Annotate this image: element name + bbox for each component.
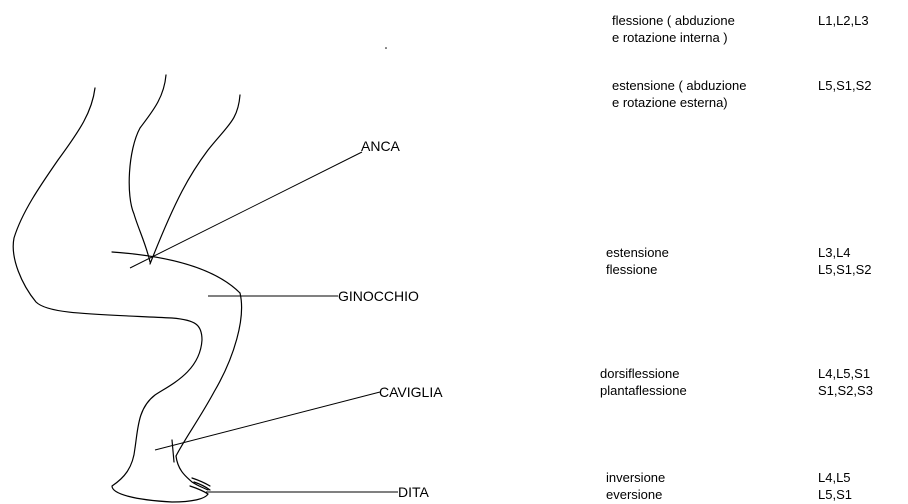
thigh-top-outline [149, 94, 241, 265]
movement-text: estensione ( abduzione [612, 78, 747, 93]
nerve-roots-text: S1,S2,S3 [818, 383, 873, 398]
nerve-roots-text: L5,S1 [818, 487, 852, 502]
nerve-roots-text: L1,L2,L3 [818, 13, 869, 28]
nerve-roots-text: L3,L4 [818, 245, 851, 260]
movement-text: plantaflessione [600, 383, 687, 398]
movement-text: flessione [606, 262, 658, 277]
movement-text: dorsiflessione [600, 366, 680, 381]
hip-pointer-line [129, 151, 363, 269]
movement-text: flessione ( abduzione [612, 13, 735, 28]
stray-dot [385, 47, 387, 49]
joint-label-knee: GINOCCHIO [338, 288, 419, 304]
thigh-front-outline [128, 74, 167, 263]
leg-back-outline [12, 87, 209, 503]
toe-outline [189, 485, 209, 495]
joint-label-hip: ANCA [361, 138, 400, 154]
knee-outline [111, 251, 241, 294]
shin-front-outline [175, 292, 243, 457]
heel-outline [171, 439, 175, 463]
toe-outline [191, 477, 211, 487]
movement-text: e rotazione interna ) [612, 30, 728, 45]
movement-text: estensione [606, 245, 669, 260]
ankle-pointer-line [154, 391, 381, 451]
joint-label-ankle: CAVIGLIA [379, 384, 443, 400]
nerve-roots-text: L5,S1,S2 [818, 78, 872, 93]
movement-text: eversione [606, 487, 663, 502]
foot-outline [175, 455, 209, 491]
toe-outline [193, 481, 211, 491]
nerve-roots-text: L4,L5 [818, 470, 851, 485]
nerve-roots-text: L4,L5,S1 [818, 366, 871, 381]
movement-text: inversione [606, 470, 666, 485]
movement-text: e rotazione esterna) [612, 95, 728, 110]
nerve-roots-text: L5,S1,S2 [818, 262, 872, 277]
joint-label-toes: DITA [398, 484, 429, 500]
